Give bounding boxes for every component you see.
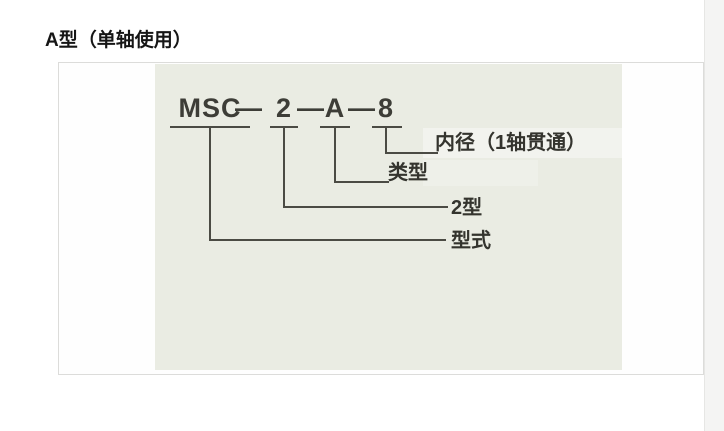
section-title: A型（单轴使用） [45, 30, 192, 51]
callout-hline-class [335, 181, 389, 183]
scan-highlight-patch [423, 160, 538, 186]
model-code-figure: MSC — 2 — A — 8 内径（1轴贯通） 类型 2型 [58, 62, 704, 375]
callout-hline-bore [386, 152, 438, 154]
model-code-dash: — [297, 93, 325, 123]
model-code-dash: — [348, 93, 376, 123]
callout-vline-series [283, 126, 285, 208]
callout-vline-bore [385, 126, 387, 154]
callout-label-bore: 内径（1轴贯通） [435, 132, 587, 154]
model-code-segment-class: A [324, 93, 346, 123]
callout-label-type: 型式 [451, 230, 491, 252]
callout-vline-type [209, 126, 211, 241]
callout-vline-class [334, 126, 336, 183]
model-code-dash: — [235, 93, 263, 123]
callout-hline-type [210, 239, 446, 241]
callout-underline-bore [372, 126, 402, 128]
page-right-strip [704, 0, 724, 431]
callout-label-class: 类型 [388, 162, 428, 184]
callout-hline-series [284, 206, 448, 208]
model-code-segment-series: 2 [275, 93, 293, 123]
callout-label-series: 2型 [451, 197, 483, 219]
model-code-panel: MSC — 2 — A — 8 内径（1轴贯通） 类型 2型 [155, 64, 622, 370]
model-code-segment-bore: 8 [377, 93, 395, 123]
scan-highlight-patch [423, 128, 622, 158]
model-code-segment-type: MSC [178, 93, 242, 123]
